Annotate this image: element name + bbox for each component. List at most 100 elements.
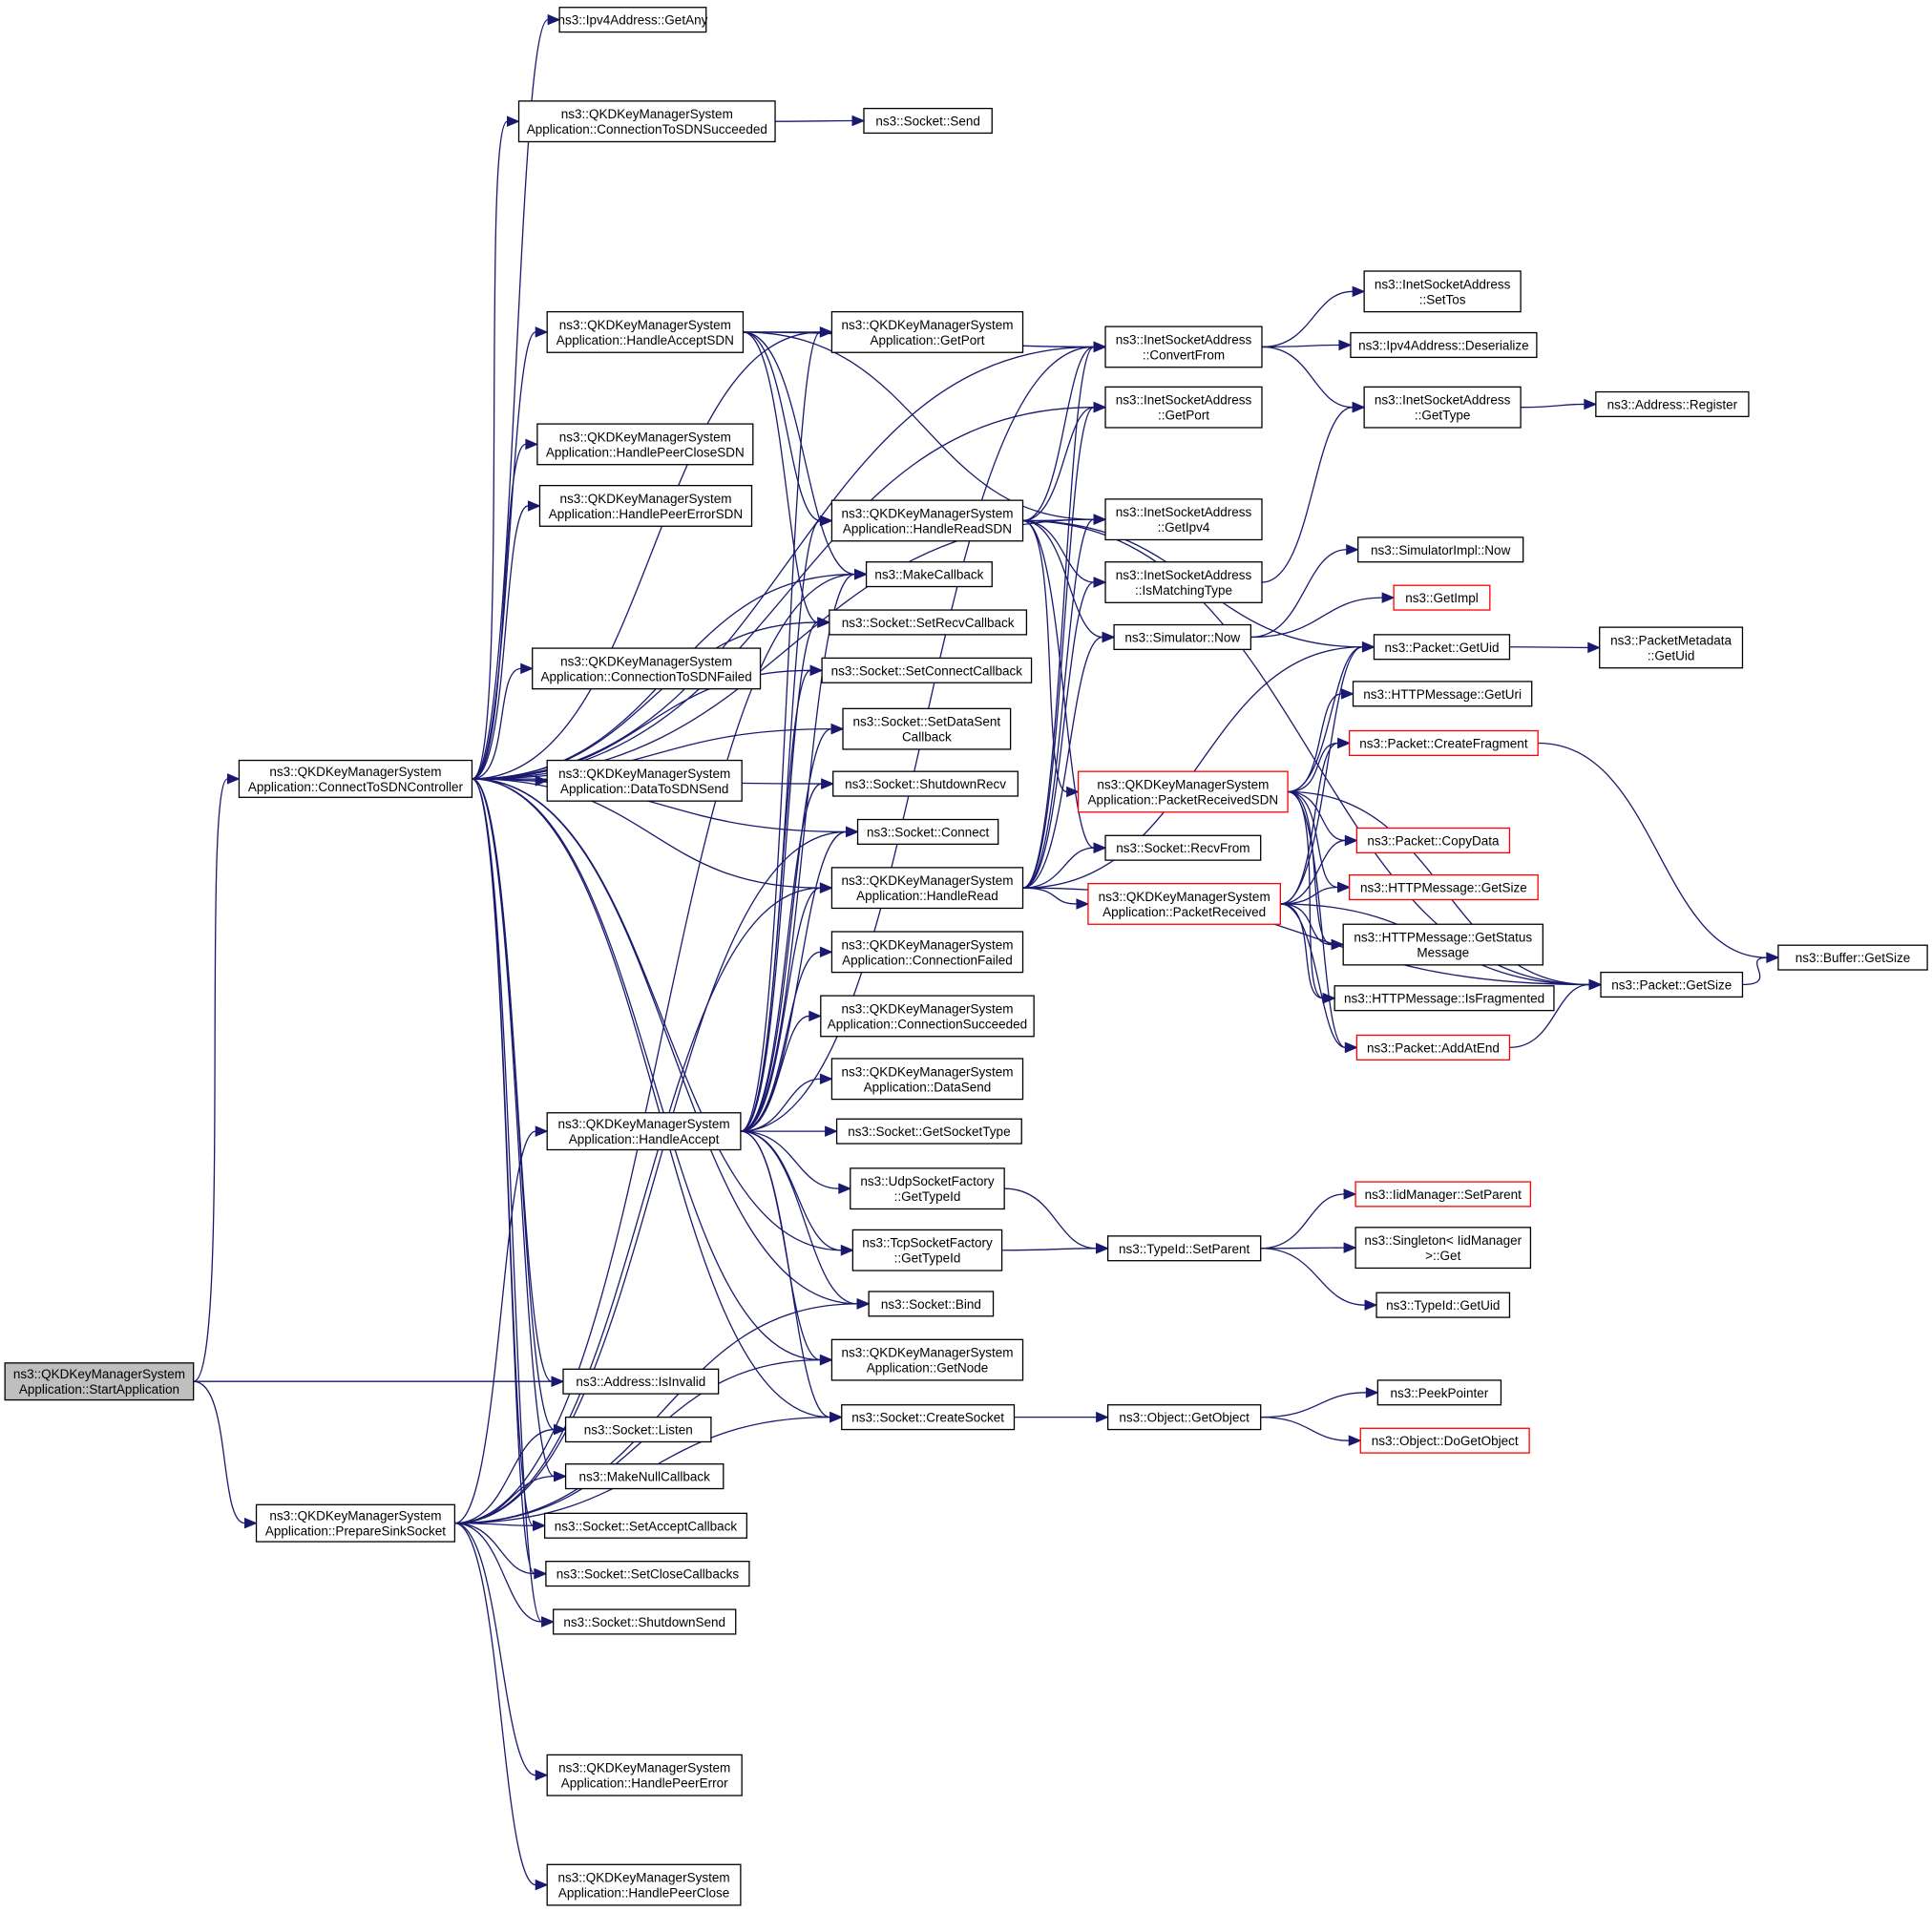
node-sock-listen[interactable]: ns3::Socket::Listen [564, 1417, 712, 1443]
node-obj-get-object[interactable]: ns3::Object::GetObject [1106, 1404, 1262, 1431]
node-get-impl[interactable]: ns3::GetImpl [1393, 584, 1491, 611]
node-addr-is-invalid[interactable]: ns3::Address::IsInvalid [562, 1368, 720, 1395]
node-connect-s-d-n[interactable]: ns3::QKDKeyManagerSystemApplication::Con… [238, 759, 473, 798]
edge-connectSDN-to-createSocket [472, 778, 844, 1423]
node-label: ns3::QKDKeyManagerSystem [269, 765, 441, 779]
node-create-socket[interactable]: ns3::Socket::CreateSocket [841, 1404, 1016, 1431]
node-singleton-get[interactable]: ns3::Singleton< IidManager>::Get [1354, 1227, 1532, 1270]
node-buf-get-size[interactable]: ns3::Buffer::GetSize [1777, 944, 1928, 971]
node-sim-now[interactable]: ns3::Simulator::Now [1113, 623, 1252, 651]
node-conn-s-d-n-succ[interactable]: ns3::QKDKeyManagerSystemApplication::Con… [517, 100, 776, 143]
node-handle-accept[interactable]: ns3::QKDKeyManagerSystemApplication::Han… [546, 1112, 742, 1151]
node-ipv4-deser[interactable]: ns3::Ipv4Address::Deserialize [1350, 331, 1538, 359]
node-set-connect-cb[interactable]: ns3::Socket::SetConnectCallback [821, 657, 1033, 683]
node-label: ns3::Socket::Connect [867, 825, 990, 839]
node-ipv4-get-any[interactable]: ns3::Ipv4Address::GetAny [558, 7, 708, 33]
node-is-matching-type[interactable]: ns3::InetSocketAddress::IsMatchingType [1104, 561, 1263, 603]
node-sock-bind[interactable]: ns3::Socket::Bind [868, 1291, 995, 1317]
node-handle-peer-close[interactable]: ns3::QKDKeyManagerSystemApplication::Han… [546, 1863, 742, 1906]
node-box [856, 818, 999, 845]
node-box [517, 100, 776, 143]
edge-line [472, 443, 527, 780]
node-set-tos[interactable]: ns3::InetSocketAddress::SetTos [1363, 270, 1522, 313]
node-get-socket-type[interactable]: ns3::Socket::GetSocketType [835, 1118, 1022, 1145]
node-recv-from[interactable]: ns3::Socket::RecvFrom [1104, 834, 1262, 861]
arrowhead-icon [1381, 592, 1396, 603]
node-get-node[interactable]: ns3::QKDKeyManagerSystemApplication::Get… [830, 1338, 1024, 1381]
node-label: ns3::QKDKeyManagerSystem [559, 492, 731, 506]
node-label: ns3::Socket::Send [875, 115, 980, 129]
edge-prepareSink-to-handlePeerClose [454, 1523, 549, 1891]
node-box [830, 931, 1024, 974]
arrowhead-icon [554, 1470, 567, 1482]
node-iid-set-parent[interactable]: ns3::IidManager::SetParent [1354, 1181, 1532, 1208]
node-box [1352, 681, 1533, 707]
node-handle-peer-close-s-d-n[interactable]: ns3::QKDKeyManagerSystemApplication::Han… [536, 423, 754, 466]
node-box [1087, 882, 1281, 925]
node-conn-failed[interactable]: ns3::QKDKeyManagerSystemApplication::Con… [830, 931, 1024, 974]
edge-convertFrom-to-ipv4Deser [1261, 339, 1353, 351]
node-label: ns3::Ipv4Address::Deserialize [1358, 338, 1529, 352]
node-udp-type-id[interactable]: ns3::UdpSocketFactory::GetTypeId [850, 1167, 1005, 1210]
node-data-to-s-d-n-send[interactable]: ns3::QKDKeyManagerSystemApplication::Dat… [546, 759, 743, 802]
node-handle-read-s-d-n[interactable]: ns3::QKDKeyManagerSystemApplication::Han… [830, 499, 1024, 542]
node-sock-send[interactable]: ns3::Socket::Send [863, 107, 993, 135]
node-inet-get-ipv4[interactable]: ns3::InetSocketAddress::GetIpv4 [1104, 498, 1263, 541]
edge-connectSDN-to-sockListen [472, 778, 567, 1436]
node-pkt-copy-data[interactable]: ns3::Packet::CopyData [1355, 827, 1511, 854]
node-pkt-recv-s-d-n[interactable]: ns3::QKDKeyManagerSystemApplication::Pac… [1077, 770, 1289, 813]
node-box [851, 1229, 1003, 1271]
arrowhead-icon [846, 826, 859, 838]
node-pkt-recv[interactable]: ns3::QKDKeyManagerSystemApplication::Pac… [1087, 882, 1281, 925]
node-handle-peer-error[interactable]: ns3::QKDKeyManagerSystemApplication::Han… [546, 1754, 743, 1796]
node-type-id-get-uid[interactable]: ns3::TypeId::GetUid [1376, 1292, 1511, 1318]
node-http-is-frag[interactable]: ns3::HTTPMessage::IsFragmented [1334, 985, 1555, 1012]
node-box [545, 1561, 750, 1587]
node-handle-read[interactable]: ns3::QKDKeyManagerSystemApplication::Han… [830, 867, 1024, 910]
node-addr-register[interactable]: ns3::Address::Register [1595, 390, 1750, 418]
node-get-port[interactable]: ns3::QKDKeyManagerSystemApplication::Get… [830, 310, 1024, 353]
node-type-id-set-parent[interactable]: ns3::TypeId::SetParent [1106, 1235, 1262, 1262]
node-conn-succ[interactable]: ns3::QKDKeyManagerSystemApplication::Con… [820, 995, 1035, 1038]
edge-line [472, 120, 509, 780]
arrowhead-icon [1337, 881, 1351, 893]
node-http-get-size[interactable]: ns3::HTTPMessage::GetSize [1348, 873, 1539, 901]
edge-handleRead-to-simNow [1022, 631, 1116, 889]
node-sim-impl-now[interactable]: ns3::SimulatorImpl::Now [1357, 536, 1524, 563]
node-handle-accept-s-d-n[interactable]: ns3::QKDKeyManagerSystemApplication::Han… [546, 310, 745, 353]
node-pkt-meta-get-uid[interactable]: ns3::PacketMetadata::GetUid [1599, 626, 1744, 669]
node-shutdown-recv[interactable]: ns3::Socket::ShutdownRecv [832, 770, 1019, 797]
node-http-get-uri[interactable]: ns3::HTTPMessage::GetUri [1352, 681, 1533, 707]
node-pkt-add-at-end[interactable]: ns3::Packet::AddAtEnd [1355, 1034, 1511, 1061]
node-pkt-get-uid[interactable]: ns3::Packet::GetUid [1373, 634, 1511, 661]
node-set-accept-cb[interactable]: ns3::Socket::SetAcceptCallback [543, 1512, 747, 1539]
edge-pktRecv-to-httpGetStatus [1280, 903, 1345, 951]
node-set-close-cbs[interactable]: ns3::Socket::SetCloseCallbacks [545, 1561, 750, 1587]
node-pkt-get-size[interactable]: ns3::Packet::GetSize [1600, 971, 1744, 998]
node-set-recv-cb[interactable]: ns3::Socket::SetRecvCallback [829, 609, 1028, 636]
node-peek-pointer[interactable]: ns3::PeekPointer [1376, 1379, 1502, 1406]
node-pkt-create-frag[interactable]: ns3::Packet::CreateFragment [1348, 729, 1539, 757]
node-tcp-type-id[interactable]: ns3::TcpSocketFactory::GetTypeId [851, 1229, 1003, 1271]
node-conn-s-d-n-failed[interactable]: ns3::QKDKeyManagerSystemApplication::Con… [532, 647, 762, 690]
node-do-get-object[interactable]: ns3::Object::DoGetObject [1359, 1427, 1530, 1454]
node-label: ns3::QKDKeyManagerSystem [841, 937, 1013, 952]
node-inet-get-type[interactable]: ns3::InetSocketAddress::GetType [1363, 386, 1522, 429]
edge-line [743, 331, 855, 576]
edge-pktCreateFrag-to-bufGetSize [1538, 742, 1780, 963]
edge-line [740, 727, 832, 1132]
edge-handleReadSDN-to-convertFrom [1022, 341, 1107, 522]
node-data-send[interactable]: ns3::QKDKeyManagerSystemApplication::Dat… [830, 1058, 1024, 1101]
node-shutdown-send[interactable]: ns3::Socket::ShutdownSend [553, 1608, 737, 1635]
node-inet-get-port[interactable]: ns3::InetSocketAddress::GetPort [1104, 386, 1263, 429]
node-start[interactable]: ns3::QKDKeyManagerSystemApplication::Sta… [4, 1362, 195, 1401]
node-sock-connect[interactable]: ns3::Socket::Connect [856, 818, 999, 845]
node-handle-peer-error-s-d-n[interactable]: ns3::QKDKeyManagerSystemApplication::Han… [538, 485, 753, 527]
node-prepare-sink[interactable]: ns3::QKDKeyManagerSystemApplication::Pre… [255, 1503, 456, 1543]
node-label: ns3::Buffer::GetSize [1796, 951, 1911, 965]
node-make-cb[interactable]: ns3::MakeCallback [865, 561, 993, 588]
node-make-null-cb[interactable]: ns3::MakeNullCallback [564, 1463, 724, 1490]
node-convert-from[interactable]: ns3::InetSocketAddress::ConvertFrom [1104, 326, 1263, 368]
